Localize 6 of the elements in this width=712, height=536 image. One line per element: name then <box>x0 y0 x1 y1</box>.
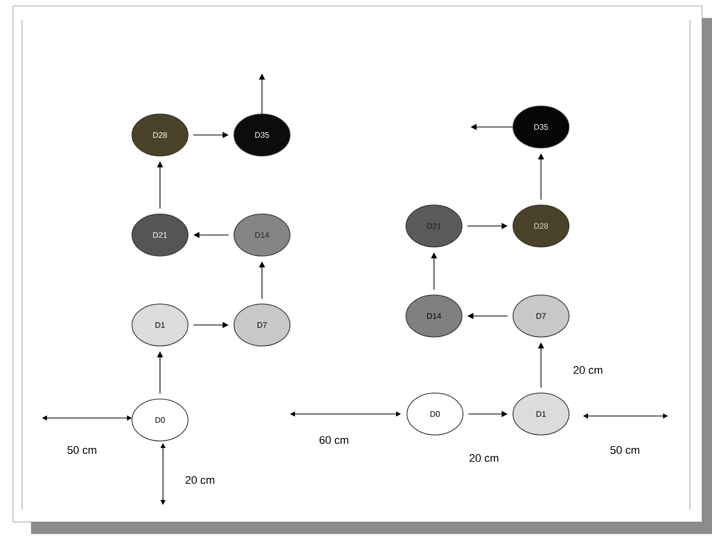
dimension-label: 50 cm <box>610 446 640 454</box>
dimension-label: 50 cm <box>67 446 96 454</box>
dimension-label: 20 cm <box>186 476 214 484</box>
dimension-label: 60 cm <box>320 436 348 444</box>
dimension-label: 20 cm <box>574 366 602 374</box>
dimension-label: 20 cm <box>470 454 498 462</box>
